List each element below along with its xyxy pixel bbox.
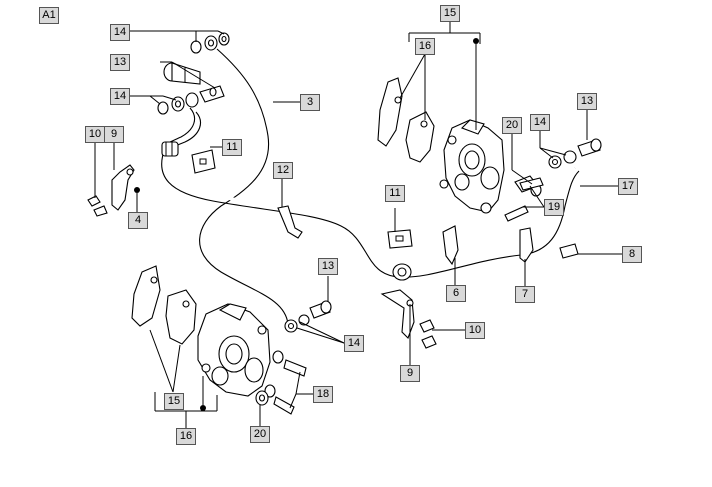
junction-block-left	[161, 141, 179, 157]
figure-reference-label: A1	[39, 7, 59, 24]
leader-lines	[94, 21, 622, 428]
bracket-4	[87, 164, 140, 217]
callout-20: 20	[502, 117, 522, 134]
callout-14: 14	[110, 24, 130, 41]
callout-13: 13	[318, 258, 338, 275]
junction-block-middle	[392, 263, 412, 281]
clip-11-left	[191, 149, 216, 174]
banjo-fitting-middle	[157, 85, 225, 115]
banjo-fitting-right	[548, 138, 602, 169]
callout-11: 11	[385, 185, 405, 202]
callout-16: 16	[415, 38, 435, 55]
brake-caliper-15-lower	[197, 303, 271, 397]
bolts-19	[504, 177, 544, 222]
callout-16: 16	[176, 428, 196, 445]
callout-7: 7	[515, 286, 535, 303]
washer-14-top	[190, 32, 230, 54]
callout-9: 9	[400, 365, 420, 382]
brake-hose-3	[199, 43, 295, 325]
callout-12: 12	[273, 162, 293, 179]
callout-8: 8	[622, 246, 642, 263]
callout-10: 10	[465, 322, 485, 339]
callout-17: 17	[618, 178, 638, 195]
clip-12	[277, 205, 303, 239]
bracket-9-lower	[380, 289, 437, 349]
callout-20: 20	[250, 426, 270, 443]
callout-13: 13	[577, 93, 597, 110]
callout-13: 13	[110, 54, 130, 71]
brake-pads-16-lower	[131, 265, 197, 345]
callout-4: 4	[128, 212, 148, 229]
callout-18: 18	[313, 386, 333, 403]
bolt-8	[559, 243, 579, 259]
callout-9: 9	[104, 126, 124, 143]
brake-pads-16-right	[377, 77, 435, 163]
callout-10: 10	[85, 126, 105, 143]
bleed-screw-20-lower	[255, 390, 269, 406]
callout-3: 3	[300, 94, 320, 111]
banjo-fitting-lower	[284, 300, 332, 333]
callout-15: 15	[440, 5, 460, 22]
clip-7	[519, 227, 534, 263]
callout-14: 14	[344, 335, 364, 352]
callout-11: 11	[222, 139, 242, 156]
callout-15: 15	[164, 393, 184, 410]
callout-6: 6	[446, 285, 466, 302]
banjo-bolt-13-top	[163, 62, 201, 85]
callout-14: 14	[530, 114, 550, 131]
brake-caliper-15-right	[439, 119, 505, 214]
callout-19: 19	[544, 199, 564, 216]
callout-14: 14	[110, 88, 130, 105]
bolts-18	[264, 350, 307, 415]
clip-11-right	[387, 229, 413, 249]
clip-6	[442, 225, 459, 266]
